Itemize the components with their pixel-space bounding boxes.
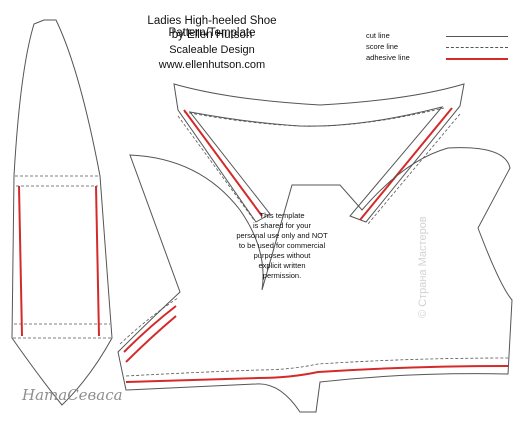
legend-item-score-line: score line — [366, 43, 516, 53]
vamp-cut-outline — [173, 83, 465, 223]
heel-cut-outline — [11, 19, 113, 406]
vamp-adhesive-line-left — [183, 109, 263, 217]
upper-adhesive-line-left-b — [125, 315, 177, 363]
heel-piece — [11, 19, 113, 406]
upper-score-line-left — [119, 297, 179, 345]
template-title: Ladies High-heeled Shoe Pattern/Template — [147, 15, 277, 39]
template-url: www.ellenhutson.com — [158, 59, 266, 71]
upper-adhesive-line-bottom — [125, 365, 509, 383]
upper-piece — [117, 147, 513, 413]
legend-swatch-score-line — [446, 47, 508, 48]
legend-label-cut-line: cut line — [366, 31, 390, 40]
heel-adhesive-line-right — [95, 185, 100, 337]
template-author: by Ellen Hutson — [171, 29, 253, 41]
legend-swatch-cut-line — [446, 36, 508, 37]
vamp-adhesive-line-right — [359, 107, 453, 221]
vamp-piece — [173, 83, 465, 225]
site-watermark: © Страна Мастеров — [417, 216, 429, 318]
upper-adhesive-line-left-a — [123, 305, 177, 353]
vamp-score-line-left — [177, 115, 255, 221]
legend-label-score-line: score line — [366, 42, 399, 51]
legend-label-adhesive-line: adhesive line — [366, 53, 410, 62]
template-design: Scaleable Design — [169, 44, 255, 56]
upper-score-line-bottom — [125, 357, 509, 377]
author-watermark: НатаСеваса — [22, 386, 123, 404]
legend-item-adhesive-line: adhesive line — [366, 54, 516, 64]
legend-item-cut-line: cut line — [366, 32, 516, 42]
legend-swatch-adhesive-line — [446, 58, 508, 60]
usage-notice: This template is shared for your persona… — [236, 211, 328, 280]
line-legend: cut line score line adhesive line — [366, 32, 516, 68]
heel-adhesive-line-left — [18, 185, 23, 337]
vamp-score-line — [183, 107, 445, 127]
vamp-score-line-right — [367, 113, 461, 225]
upper-cut-outline — [117, 147, 513, 413]
